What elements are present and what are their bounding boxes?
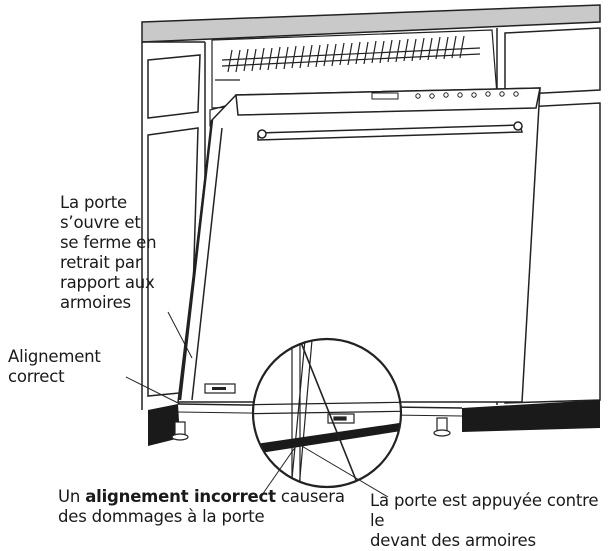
control-panel xyxy=(371,91,519,100)
door-pressed-line: La porte est appuyée contre le xyxy=(370,491,599,530)
door-recess-line: armoires xyxy=(60,293,131,312)
leveling-legs xyxy=(171,417,451,441)
door-handle xyxy=(257,121,523,141)
magnifier-incorrect-alignment xyxy=(251,337,403,489)
door-recess-label: La porte s’ouvre et se ferme en retrait … xyxy=(60,193,157,313)
correct-alignment-line: Alignement xyxy=(8,347,101,366)
door-pressed-label: La porte est appuyée contre le devant de… xyxy=(370,491,615,551)
countertop xyxy=(141,4,601,43)
door-recess-line: s’ouvre et xyxy=(60,213,141,232)
leader-line-door-pressed xyxy=(299,444,389,498)
dishwasher-illustration xyxy=(125,4,601,498)
dishwasher-door xyxy=(177,87,541,403)
leader-line-door-recess xyxy=(167,311,193,359)
dishwasher-installation-diagram: La porte s’ouvre et se ferme en retrait … xyxy=(8,4,601,550)
leader-line-correct-alignment xyxy=(125,376,181,405)
door-pressed-line: devant des armoires xyxy=(370,531,536,550)
incorrect-line-2: des dommages à la porte xyxy=(58,507,265,526)
incorrect-suffix: causera xyxy=(275,487,345,506)
incorrect-alignment-label: Un alignement incorrect causera des domm… xyxy=(58,487,345,527)
door-recess-line: La porte xyxy=(60,193,127,212)
incorrect-alignment-bold: alignement incorrect xyxy=(85,487,276,506)
door-recess-line: retrait par xyxy=(60,253,142,272)
leader-line-incorrect-alignment xyxy=(261,445,297,496)
incorrect-prefix: Un xyxy=(58,487,86,506)
door-recess-line: rapport aux xyxy=(60,273,155,292)
correct-alignment-line: correct xyxy=(8,367,65,386)
correct-alignment-label: Alignement correct xyxy=(8,347,101,387)
door-recess-line: se ferme en xyxy=(60,233,157,252)
